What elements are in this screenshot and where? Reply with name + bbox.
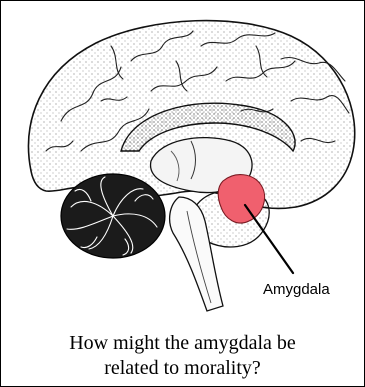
amygdala-region [218,175,264,223]
question-caption: How might the amygdala be related to mor… [1,331,364,381]
caption-line-1: How might the amygdala be [1,331,364,356]
brain-illustration: Amygdala [1,1,364,331]
cerebellum [61,174,165,258]
amygdala-label: Amygdala [263,281,330,298]
caption-line-2: related to morality? [1,356,364,381]
